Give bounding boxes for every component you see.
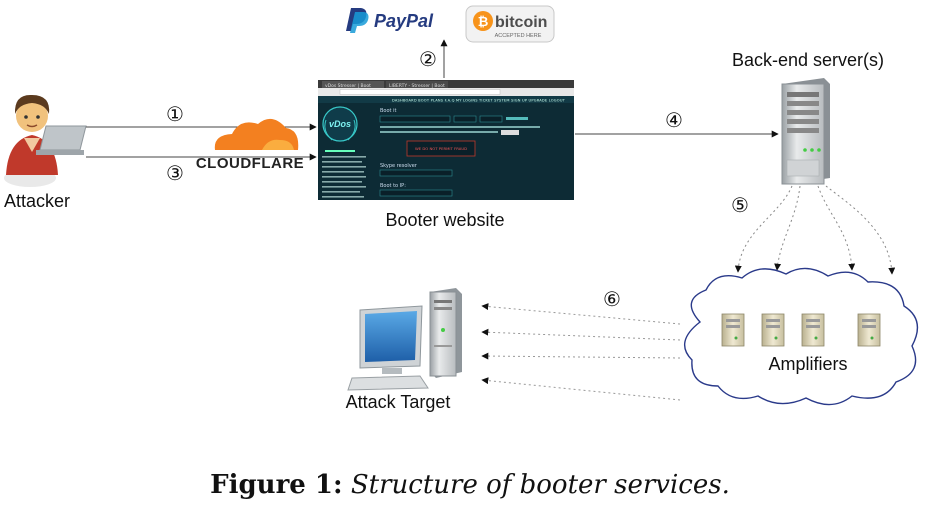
website-boot-heading: Boot it xyxy=(380,108,396,114)
website-tab-2: LIBERTY - Stresser | Boot xyxy=(389,83,445,89)
amplifier-server-icon xyxy=(801,313,825,347)
step-4-label: ④ xyxy=(665,108,683,132)
attack-target-computer-icon xyxy=(347,288,462,391)
amplifier-server-icon xyxy=(857,313,881,347)
website-skype-heading: Skype resolver xyxy=(380,163,418,169)
figure-caption-label: Figure 1: xyxy=(210,470,343,500)
booter-website-label: Booter website xyxy=(385,210,504,230)
step-1-label: ① xyxy=(166,102,184,126)
attack-target-label: Attack Target xyxy=(346,392,451,412)
arrows-6 xyxy=(481,303,681,401)
attacker-icon xyxy=(4,94,87,187)
website-warning: WE DO NOT PERMIT FRAUD xyxy=(415,146,467,151)
paypal-wordmark: PayPal xyxy=(374,11,434,31)
svg-text:₿: ₿ xyxy=(478,15,489,30)
backend-servers-label: Back-end server(s) xyxy=(732,50,884,70)
figure-caption-text: Structure of booter services. xyxy=(350,470,730,500)
paypal-logo: PayPal xyxy=(346,8,434,33)
bitcoin-wordmark: bitcoin xyxy=(495,14,547,31)
website-logo: vDos xyxy=(329,119,351,129)
bitcoin-accepted-badge: ₿ bitcoin ACCEPTED HERE xyxy=(465,5,555,43)
svg-text:PayPal: PayPal xyxy=(374,11,434,31)
amplifier-server-icon xyxy=(721,313,745,347)
website-tab-1: vDos Stresser | Boot xyxy=(325,83,371,89)
bitcoin-accepted-text: ACCEPTED HERE xyxy=(495,33,542,39)
cloudflare-wordmark: CLOUDFLARE xyxy=(196,155,304,172)
amplifiers-cloud xyxy=(683,267,919,406)
figure-caption: Figure 1: Structure of booter services. xyxy=(0,470,940,500)
step-5-label: ⑤ xyxy=(731,193,749,217)
backend-server-icon xyxy=(781,78,830,185)
step-6-label: ⑥ xyxy=(603,287,621,311)
step-3-label: ③ xyxy=(166,161,184,185)
arrows-5 xyxy=(734,185,896,275)
booter-website-screenshot: vDos Stresser | Boot LIBERTY - Stresser … xyxy=(318,80,574,200)
amplifier-server-icon xyxy=(761,313,785,347)
step-2-label: ② xyxy=(419,47,437,71)
cloudflare-logo: CLOUDFLARE xyxy=(196,118,304,172)
amplifiers-label: Amplifiers xyxy=(768,354,847,374)
website-nav: DASHBOARD BOOT PLANS F.A.Q MY LOGINS TIC… xyxy=(392,99,566,103)
attacker-label: Attacker xyxy=(4,191,70,211)
website-boot-ip-heading: Boot to IP: xyxy=(380,183,406,189)
